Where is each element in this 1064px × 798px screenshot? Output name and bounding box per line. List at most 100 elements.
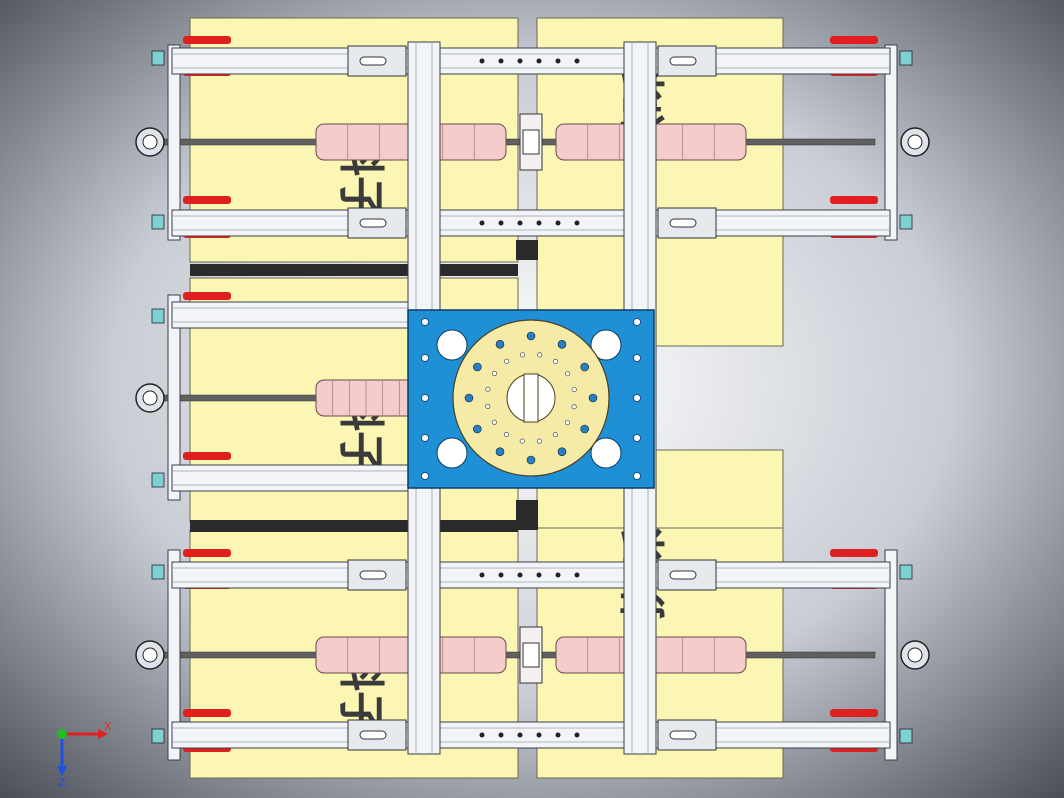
flange-bolt — [526, 331, 536, 341]
end-fitting — [151, 50, 165, 66]
axis-triad: X Z — [57, 720, 112, 788]
flange-pin-hole — [485, 386, 491, 392]
plate-bolt-hole — [421, 434, 429, 442]
adjust-hole — [555, 732, 561, 738]
flange-pin-hole — [485, 403, 491, 409]
horizontal-beam — [171, 301, 413, 329]
plate-bolt-hole — [633, 318, 641, 326]
horizontal-beam-layer — [171, 45, 891, 751]
side-frame — [167, 294, 181, 501]
gripper-pad — [183, 452, 231, 460]
plate-bolt-hole — [633, 394, 641, 402]
adjust-hole — [498, 732, 504, 738]
plate-bolt-hole — [421, 318, 429, 326]
plate-cutout — [436, 437, 468, 469]
flange-bolt — [495, 340, 505, 349]
mounting-plate[interactable] — [407, 309, 655, 489]
adjust-hole — [498, 58, 504, 64]
plate-bolt-hole — [633, 354, 641, 362]
bracket-slot — [669, 218, 697, 228]
end-fitting — [151, 214, 165, 230]
bracket-slot — [359, 56, 387, 66]
bracket-slot — [669, 570, 697, 580]
plate-cutout — [590, 437, 622, 469]
gripper-pad — [183, 36, 231, 44]
plate-bolt-hole — [421, 354, 429, 362]
adjust-hole — [536, 732, 542, 738]
flange-pin-hole — [536, 438, 542, 444]
flange-pin-hole — [565, 371, 571, 377]
end-fitting — [899, 728, 913, 744]
gripper-pad — [183, 709, 231, 717]
adjust-hole — [574, 732, 580, 738]
plate-bolt-hole — [633, 472, 641, 480]
flange-pin-hole — [564, 420, 570, 426]
flange-bolt — [473, 362, 482, 372]
adjust-hole — [574, 572, 580, 578]
flange-pin-hole — [520, 352, 526, 358]
dark-strip — [516, 500, 538, 530]
dark-strip — [516, 240, 538, 260]
horizontal-beam — [171, 47, 891, 75]
bracket-slot — [359, 570, 387, 580]
gripper-pad — [830, 549, 878, 557]
horizontal-beam — [171, 561, 891, 589]
adjust-hole — [517, 572, 523, 578]
coupler-clamp — [522, 129, 540, 155]
x-axis-arrow — [98, 729, 108, 739]
end-fitting — [151, 564, 165, 580]
gripper-pad — [183, 549, 231, 557]
z-axis-label: Z — [58, 776, 66, 788]
adjust-hole — [574, 58, 580, 64]
piston-rod — [149, 651, 876, 659]
flange-pin-hole — [504, 358, 510, 364]
flange-bolt — [473, 424, 482, 434]
adjust-hole — [555, 58, 561, 64]
z-axis-arrow — [57, 766, 67, 776]
flange-pin-hole — [553, 359, 559, 365]
flange-pin-hole — [552, 432, 558, 438]
flange-pin-hole — [537, 352, 543, 358]
adjust-hole — [574, 220, 580, 226]
end-fitting — [899, 564, 913, 580]
bracket-slot — [359, 218, 387, 228]
adjust-hole — [479, 732, 485, 738]
horizontal-beam — [171, 464, 413, 492]
flange-bolt — [557, 447, 567, 456]
bracket-slot — [359, 730, 387, 740]
end-fitting — [899, 214, 913, 230]
flange-bolt — [526, 455, 536, 465]
side-frame — [167, 549, 181, 761]
x-axis-label: X — [104, 720, 112, 733]
flange-rim — [452, 319, 610, 477]
clevis-pin — [907, 134, 923, 150]
flange-pin-hole — [492, 370, 498, 376]
plate-bolt-hole — [421, 394, 429, 402]
flange-pin-hole — [503, 431, 509, 437]
plate-bolt-hole — [633, 434, 641, 442]
plate-bolt-hole — [421, 472, 429, 480]
flange-bolt — [495, 447, 505, 456]
end-fitting — [899, 50, 913, 66]
flange-pin-hole — [491, 419, 497, 425]
y-axis-dot — [57, 729, 67, 739]
clevis-pin — [142, 134, 158, 150]
horizontal-beam — [171, 721, 891, 749]
side-frame — [167, 44, 181, 241]
horizontal-beam — [171, 209, 891, 237]
adjust-hole — [479, 572, 485, 578]
gripper-pad — [183, 196, 231, 204]
adjust-hole — [555, 220, 561, 226]
clevis-pin — [142, 647, 158, 663]
flange-pin-hole — [571, 404, 577, 410]
adjust-hole — [536, 58, 542, 64]
flange-bolt — [588, 393, 598, 403]
adjust-hole — [555, 572, 561, 578]
end-fitting — [151, 472, 165, 488]
end-fitting — [151, 308, 165, 324]
clevis-pin — [142, 390, 158, 406]
flange-pin-hole — [519, 438, 525, 444]
plate-cutout — [436, 329, 468, 361]
